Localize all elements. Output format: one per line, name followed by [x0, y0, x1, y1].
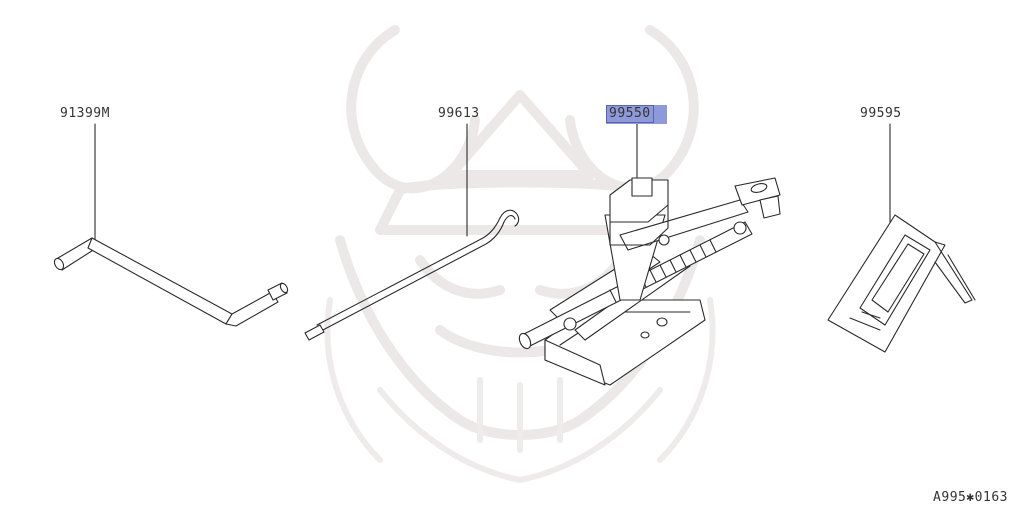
part-highlight-box	[606, 105, 667, 124]
scissor-jack-illustration	[518, 177, 781, 386]
part-number-jack[interactable]: 99550	[606, 105, 654, 123]
diagram-reference-code: A995✱0163	[933, 490, 1008, 505]
part-number-rod[interactable]: 99613	[438, 106, 480, 121]
part-number-handle[interactable]: 91399M	[60, 106, 110, 121]
jack-handle-illustration	[53, 237, 289, 327]
part-number-chock[interactable]: 99595	[860, 106, 902, 121]
wheel-chock-illustration	[827, 214, 976, 353]
leader-lines	[94, 123, 891, 243]
rod-illustration	[304, 209, 520, 341]
samurai-watermark-logo	[324, 25, 716, 484]
